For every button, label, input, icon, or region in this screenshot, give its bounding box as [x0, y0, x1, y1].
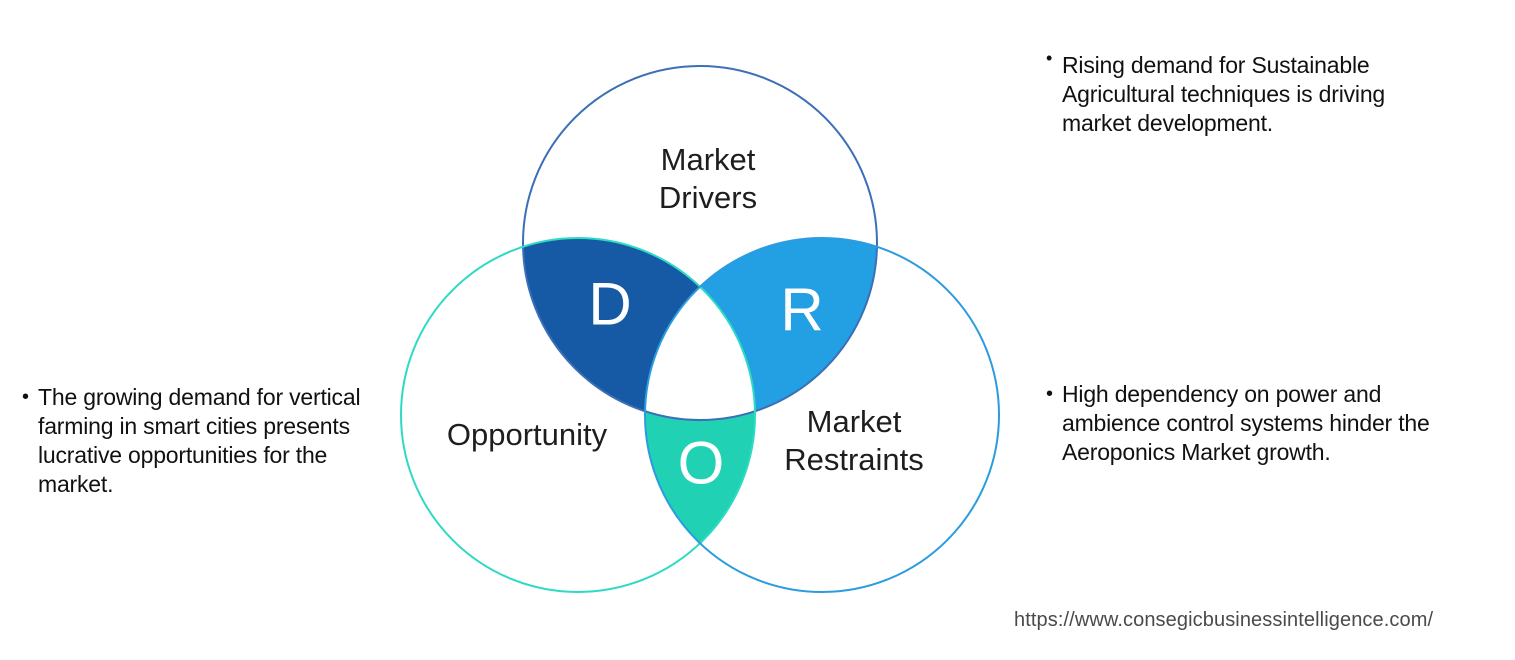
restraints-circle-outline [644, 237, 1000, 593]
drivers-circle-outline [522, 65, 878, 421]
letter-o: O [677, 429, 725, 497]
bullet-icon: • [1046, 383, 1053, 405]
restraint-note-text: High dependency on power and ambience co… [1062, 381, 1430, 465]
bullet-icon: • [1046, 48, 1053, 68]
opportunity-circle-outline [400, 237, 756, 593]
source-url: https://www.consegicbusinessintelligence… [1014, 609, 1434, 631]
restraint-note: • High dependency on power and ambience … [1046, 380, 1496, 467]
restraints-label: Market Restraints [784, 404, 924, 477]
driver-note: • Rising demand for Sustainable Agricult… [1046, 48, 1486, 138]
driver-note-text: Rising demand for Sustainable Agricultur… [1062, 52, 1386, 136]
letter-r: R [780, 276, 824, 344]
opportunity-note: • The growing demand for vertical farmin… [22, 383, 412, 499]
opportunity-label: Opportunity [446, 417, 608, 452]
letter-d: D [588, 270, 632, 338]
drivers-label: Market Drivers [658, 142, 758, 215]
opportunity-note-text: The growing demand for vertical farming … [38, 384, 361, 497]
bullet-icon: • [22, 386, 29, 408]
